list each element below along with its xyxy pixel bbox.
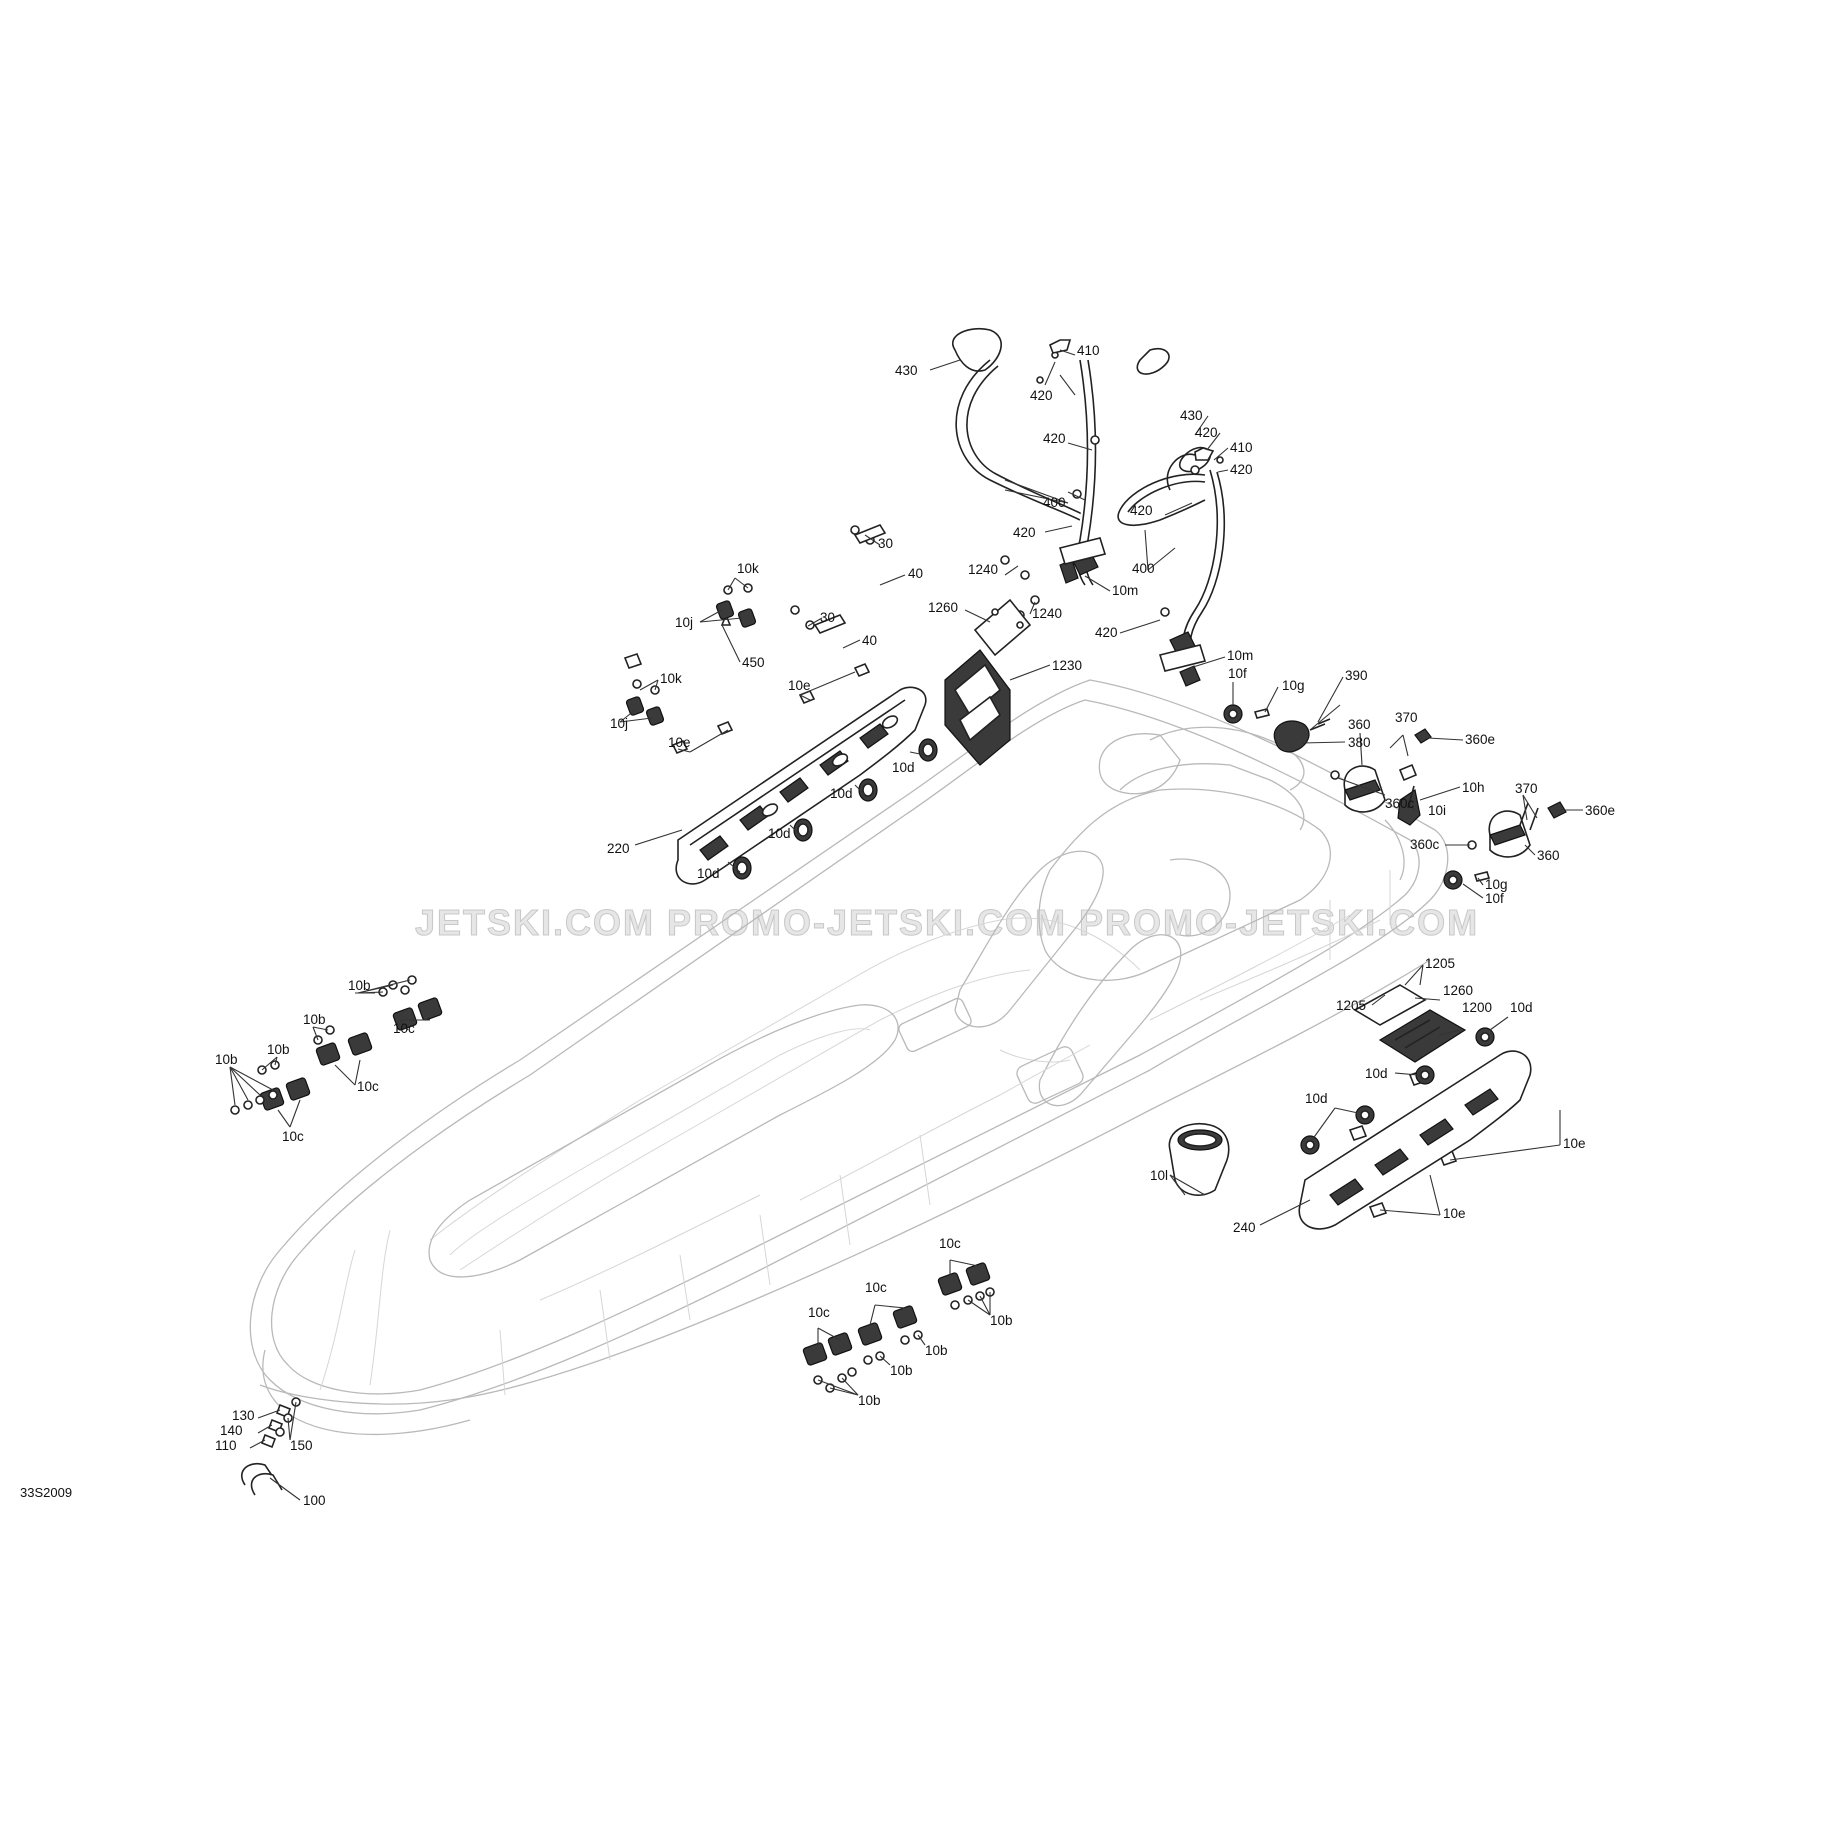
- callout-360c: 360c: [1385, 796, 1415, 811]
- callout-10l: 10l: [1150, 1168, 1168, 1183]
- callout-10b: 10b: [890, 1363, 913, 1378]
- callout-420: 420: [1030, 388, 1053, 403]
- callout-1260: 1260: [1443, 983, 1473, 998]
- callout-420: 420: [1095, 625, 1118, 640]
- callout-10f: 10f: [1228, 666, 1247, 681]
- callout-140: 140: [220, 1423, 243, 1438]
- callout-10e: 10e: [788, 678, 811, 693]
- callout-420: 420: [1043, 431, 1066, 446]
- callout-1200: 1200: [1462, 1000, 1492, 1015]
- callout-370: 370: [1515, 781, 1538, 796]
- rub-rail-240: [1298, 984, 1532, 1230]
- vent-and-drain-hardware: [1223, 704, 1567, 890]
- diagram-reference-code: 33S2009: [20, 1485, 72, 1500]
- callout-10c: 10c: [357, 1079, 379, 1094]
- callout-labels: 430 410 420 420 400 420 10m 430 420 410 …: [215, 343, 1615, 1508]
- callout-30: 30: [820, 610, 835, 625]
- hull-drawing: [249, 679, 1449, 1436]
- callout-10m: 10m: [1227, 648, 1253, 663]
- callout-10c: 10c: [808, 1305, 830, 1320]
- callout-10c: 10c: [393, 1021, 415, 1036]
- callout-10g: 10g: [1282, 678, 1305, 693]
- callout-10j: 10j: [675, 615, 693, 630]
- callout-10d: 10d: [1305, 1091, 1328, 1106]
- callout-10i: 10i: [1428, 803, 1446, 818]
- small-fasteners: [623, 339, 1458, 1218]
- hoses: [952, 327, 1225, 658]
- rub-rail-220: [671, 662, 927, 885]
- callout-1240: 1240: [968, 562, 998, 577]
- callout-400: 400: [1132, 561, 1155, 576]
- callout-10e: 10e: [1563, 1136, 1586, 1151]
- leader-lines: [229, 349, 1583, 1501]
- callout-40: 40: [908, 566, 923, 581]
- callout-360: 360: [1348, 717, 1371, 732]
- callout-390: 390: [1345, 668, 1368, 683]
- callout-1230: 1230: [1052, 658, 1082, 673]
- callout-10b: 10b: [990, 1313, 1013, 1328]
- callout-380: 380: [1348, 735, 1371, 750]
- callout-10b: 10b: [925, 1343, 948, 1358]
- callout-400: 400: [1043, 495, 1066, 510]
- callout-10f: 10f: [1485, 891, 1504, 906]
- callout-10k: 10k: [660, 671, 682, 686]
- watermark: JETSKI.COM PROMO-JETSKI.COM PROMO-JETSKI…: [415, 902, 1479, 943]
- callout-10b: 10b: [858, 1393, 881, 1408]
- callout-420: 420: [1130, 503, 1153, 518]
- callout-10d: 10d: [830, 786, 853, 801]
- callout-10j: 10j: [610, 716, 628, 731]
- callout-360c: 360c: [1410, 837, 1440, 852]
- clamp-cluster-bottom: [802, 1262, 995, 1393]
- bumpers-10d: [732, 738, 938, 880]
- callout-360e: 360e: [1585, 803, 1615, 818]
- callout-1240: 1240: [1032, 606, 1062, 621]
- callout-100: 100: [303, 1493, 326, 1508]
- callout-10c: 10c: [939, 1236, 961, 1251]
- callout-1260: 1260: [928, 600, 958, 615]
- callout-10d: 10d: [1510, 1000, 1533, 1015]
- callout-430: 430: [1180, 408, 1203, 423]
- cup-holder-10l: [1168, 1123, 1230, 1196]
- callout-410: 410: [1230, 440, 1253, 455]
- callout-1205: 1205: [1336, 998, 1366, 1013]
- callout-10e: 10e: [668, 735, 691, 750]
- callout-430: 430: [895, 363, 918, 378]
- callout-10d: 10d: [697, 866, 720, 881]
- callout-10d: 10d: [892, 760, 915, 775]
- callout-450: 450: [742, 655, 765, 670]
- callout-110: 110: [215, 1438, 237, 1453]
- callout-360e: 360e: [1465, 732, 1495, 747]
- callout-10c: 10c: [865, 1280, 887, 1295]
- callout-10d: 10d: [1365, 1066, 1388, 1081]
- callout-10b: 10b: [215, 1052, 238, 1067]
- callout-370: 370: [1395, 710, 1418, 725]
- callout-10h: 10h: [1462, 780, 1485, 795]
- retaining-clips: [1058, 537, 1207, 687]
- callout-420: 420: [1195, 425, 1218, 440]
- bow-eye-hardware: [241, 1397, 301, 1496]
- callout-10d: 10d: [768, 826, 791, 841]
- callout-10m: 10m: [1112, 583, 1138, 598]
- callout-10b: 10b: [348, 978, 371, 993]
- callout-10b: 10b: [303, 1012, 326, 1027]
- callout-240: 240: [1233, 1220, 1256, 1235]
- callout-410: 410: [1077, 343, 1100, 358]
- callout-420: 420: [1013, 525, 1036, 540]
- callout-10b: 10b: [267, 1042, 290, 1057]
- callout-10g: 10g: [1485, 877, 1508, 892]
- callout-10c: 10c: [282, 1129, 304, 1144]
- pad-1230-1260: [944, 598, 1032, 766]
- callout-1205: 1205: [1425, 956, 1455, 971]
- callout-220: 220: [607, 841, 630, 856]
- callout-420: 420: [1230, 462, 1253, 477]
- callout-360: 360: [1537, 848, 1560, 863]
- callout-130: 130: [232, 1408, 255, 1423]
- callout-150: 150: [290, 1438, 313, 1453]
- callout-30: 30: [878, 536, 893, 551]
- callout-40: 40: [862, 633, 877, 648]
- callout-10k: 10k: [737, 561, 759, 576]
- callout-10e: 10e: [1443, 1206, 1466, 1221]
- clamp-cluster-left: [230, 975, 443, 1115]
